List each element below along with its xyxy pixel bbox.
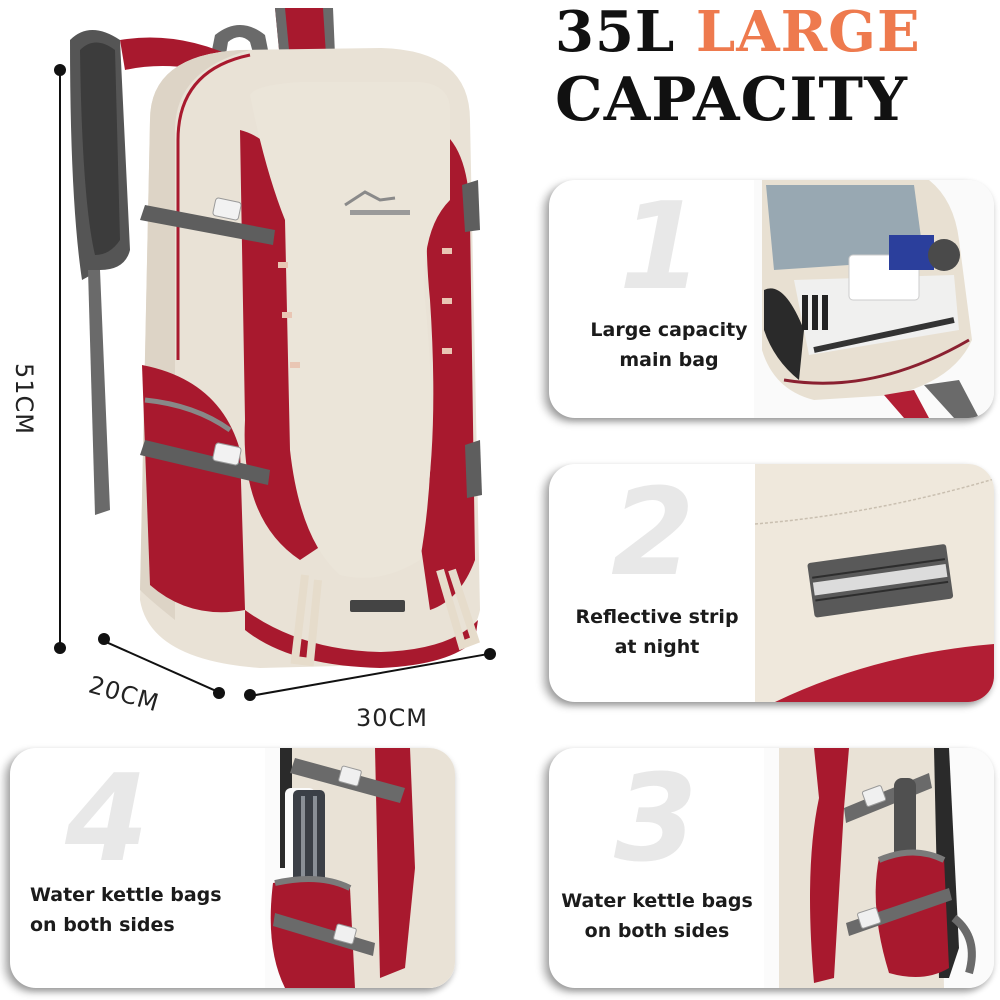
height-label: 51CM	[10, 362, 39, 436]
feature-card-4: 4 Water kettle bags on both sides	[10, 748, 455, 988]
headline-line2: CAPACITY	[555, 65, 908, 135]
feature-photo-side-bottle	[265, 748, 455, 988]
width-label: 30CM	[356, 704, 429, 732]
feature-number-2: 2	[611, 464, 695, 603]
width-dimension-end-right	[484, 648, 496, 660]
depth-dimension-end-left	[98, 633, 110, 645]
headline-capacity: 35L	[555, 0, 676, 65]
depth-dimension-end-right	[213, 687, 225, 699]
feature-caption-3: Water kettle bags on both sides	[561, 890, 753, 942]
feature-number-1: 1	[619, 180, 703, 317]
headline-accent: LARGE	[695, 0, 921, 65]
feature-photo-side-umbrella	[764, 748, 994, 988]
feature-number-3: 3	[614, 750, 698, 889]
feature-photo-reflective-strip	[755, 464, 994, 702]
feature-card-2: 2 Reflective strip at night	[549, 464, 994, 702]
feature-card-1: 1 Large capacity main bag	[549, 180, 994, 418]
width-dimension-end-left	[244, 689, 256, 701]
mountain-logo-icon	[344, 190, 410, 215]
height-dimension-line	[59, 70, 61, 650]
feature-photo-open-compartment	[754, 180, 994, 418]
headline: 35L LARGE CAPACITY	[555, 0, 995, 132]
backpack-illustration	[70, 8, 482, 668]
feature-caption-1: Large capacity main bag	[590, 319, 748, 371]
feature-caption-4: Water kettle bags on both sides	[30, 884, 222, 936]
feature-card-3: 3 Water kettle bags on both sides	[549, 748, 994, 988]
hero-product: 51CM 20CM 30CM	[0, 0, 540, 732]
feature-caption-2: Reflective strip at night	[575, 606, 739, 658]
height-dimension-end-top	[54, 64, 66, 76]
feature-number-4: 4	[65, 750, 149, 889]
height-dimension-end-bottom	[54, 642, 66, 654]
